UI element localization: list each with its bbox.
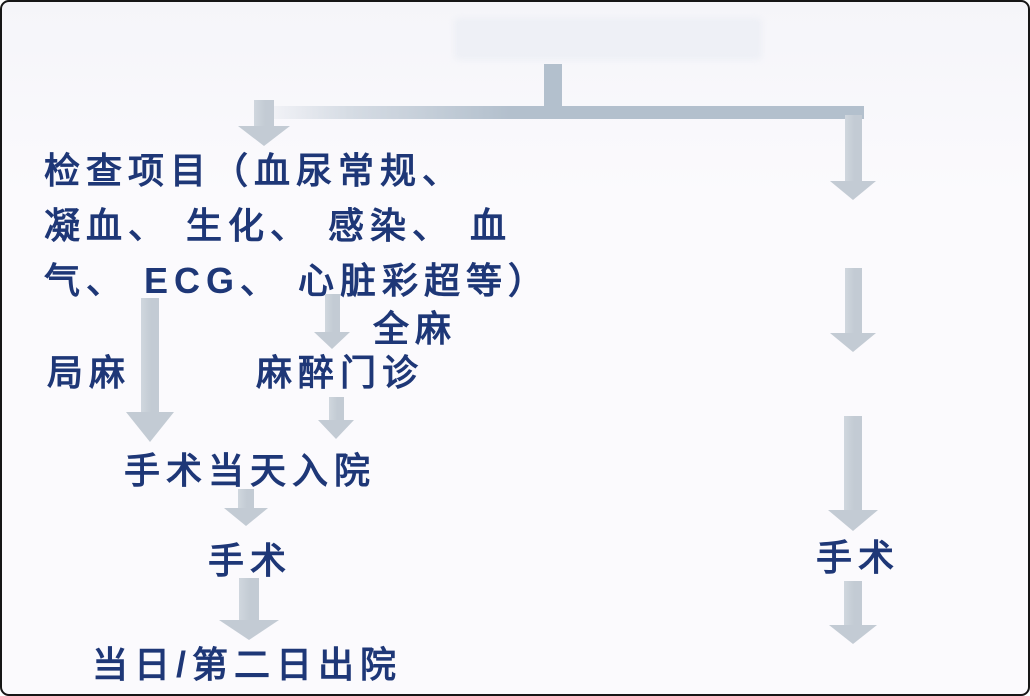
down-arrow-icon xyxy=(830,115,876,200)
down-arrow-icon xyxy=(219,578,279,640)
horizontal-connector-bar xyxy=(252,106,864,119)
exam-items-block: 检查项目（血尿常规、 凝血、 生化、 感染、 血 气、 ECG、 心脏彩超等） xyxy=(44,143,550,308)
exam-items-line-3: 气、 ECG、 心脏彩超等） xyxy=(44,260,551,301)
top-connector-stub xyxy=(544,64,562,107)
down-arrow-icon xyxy=(126,298,174,442)
local-anesthesia-label: 局麻 xyxy=(47,352,132,393)
down-arrow-icon xyxy=(318,397,354,439)
down-arrow-icon xyxy=(828,416,878,531)
down-arrow-icon xyxy=(830,268,876,352)
down-arrow-icon xyxy=(224,489,268,526)
down-arrow-icon xyxy=(829,581,877,644)
faded-title-ghost xyxy=(454,18,762,60)
general-anesthesia-label: 全麻 xyxy=(373,308,458,349)
anesthesia-clinic-label: 麻醉门诊 xyxy=(256,352,425,393)
exam-items-line-1: 检查项目（血尿常规、 xyxy=(44,150,465,191)
down-arrow-icon xyxy=(314,294,350,349)
exam-items-line-2: 凝血、 生化、 感染、 血 xyxy=(44,205,513,246)
admission-day-of-surgery-label: 手术当天入院 xyxy=(124,450,377,491)
discharge-label: 当日/第二日出院 xyxy=(92,644,403,685)
down-arrow-icon xyxy=(238,100,290,146)
surgery-left-label: 手术 xyxy=(208,540,293,581)
surgery-right-label: 手术 xyxy=(816,537,901,578)
